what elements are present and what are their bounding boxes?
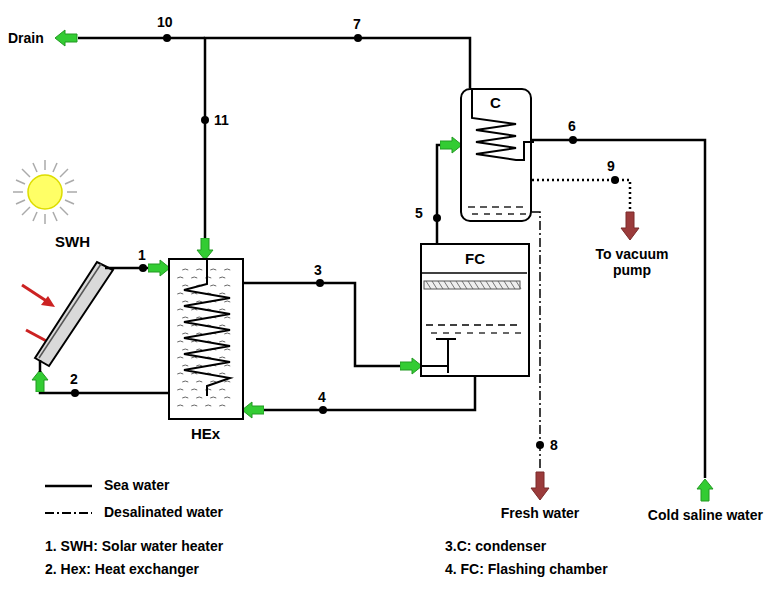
state-point-number: 7 (352, 16, 362, 32)
note-text: 4. FC: Flashing chamber (445, 561, 608, 577)
state-point-number: 8 (549, 437, 559, 453)
pipe-connector (244, 377, 475, 410)
state-point-number: 5 (414, 205, 424, 221)
condenser-coil (472, 90, 534, 160)
state-point-number: 6 (567, 118, 577, 134)
state-point-number: 4 (317, 389, 327, 405)
equipment-box: C (460, 88, 532, 222)
note-text: 3.C: condenser (445, 538, 546, 554)
equipment-box: HEx (168, 258, 244, 420)
pipe-connector (437, 145, 460, 243)
state-point-number: 1 (137, 247, 147, 263)
condensate (468, 207, 526, 214)
water-level (426, 325, 521, 333)
outlet-label: Drain (8, 30, 44, 46)
equipment-box: FC (420, 243, 530, 377)
state-point-number: 3 (313, 262, 323, 278)
outlet-label: Fresh water (490, 505, 590, 521)
pipe-connector (40, 372, 168, 393)
pipe-connector (205, 38, 470, 258)
equipment-label: SWH (55, 234, 90, 251)
drain-pipe (55, 30, 205, 46)
note-text: 1. SWH: Solar water heater (45, 538, 223, 554)
heat-exchanger-coil (184, 260, 230, 396)
equipment-outline (35, 258, 115, 372)
equipment-box: SWH (35, 258, 115, 372)
state-point-number: 10 (156, 14, 174, 30)
state-point-number: 9 (606, 158, 616, 174)
equipment-label: FC (465, 251, 485, 268)
demister-pad (424, 281, 521, 289)
collector-panel (35, 262, 113, 366)
outlet-label: To vacuum pump (580, 246, 684, 278)
inlet-label: Cold saline water (648, 507, 763, 523)
saline-inlet-pipe (532, 140, 713, 501)
note-text: 2. Hex: Heat exchanger (45, 561, 199, 577)
legend-text: Desalinated water (104, 504, 223, 520)
pipe-connector (244, 283, 420, 366)
legend-sample (45, 485, 92, 488)
flash-inlet (422, 339, 456, 373)
collector-pipe (39, 264, 101, 358)
state-point (71, 34, 619, 449)
equipment-label: HEx (191, 426, 220, 443)
legend-text: Sea water (104, 477, 169, 493)
state-point-number: 2 (69, 371, 79, 387)
sun-symbol (13, 160, 77, 224)
state-point-number: 11 (213, 112, 230, 128)
fresh-water-line (531, 212, 549, 500)
legend-sample (45, 512, 92, 514)
pipe-connector (115, 267, 168, 270)
vacuum-line (532, 180, 639, 240)
equipment-outline (170, 260, 242, 418)
equipment-label: C (490, 95, 501, 112)
